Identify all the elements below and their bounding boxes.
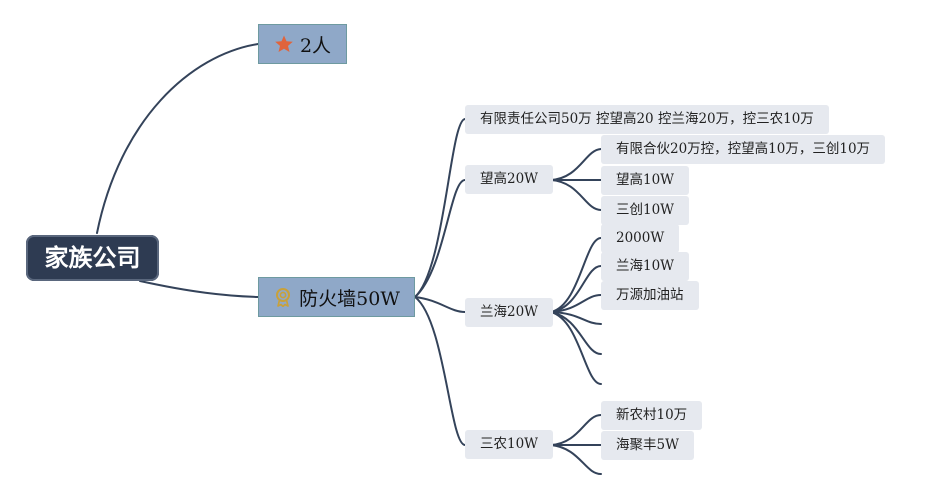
lanhai-child-node[interactable]: 兰海10W — [601, 252, 690, 281]
sannong-child-label: 海聚丰5W — [616, 437, 679, 453]
wanggao-child-label: 有限合伙20万控，控望高10万，三创10万 — [616, 141, 871, 157]
wanggao-child-label: 三创10W — [616, 202, 675, 218]
wanggao-node[interactable]: 望高20W — [465, 165, 554, 194]
connector-firewall-wanggao — [414, 179, 466, 298]
connector-firewall-lanhai — [414, 296, 466, 313]
company-label: 有限责任公司50万 控望高20 控兰海20万，控三农10万 — [480, 111, 814, 127]
company-node[interactable]: 有限责任公司50万 控望高20 控兰海20万，控三农10万 — [465, 105, 829, 134]
award-badge-icon — [273, 287, 293, 307]
branch-firewall-node[interactable]: 防火墙50W — [258, 277, 415, 317]
sannong-child-node[interactable]: 海聚丰5W — [601, 431, 694, 460]
connector-firewall-company — [414, 118, 466, 298]
wanggao-child-node[interactable]: 三创10W — [601, 196, 690, 225]
root-label: 家族公司 — [44, 243, 141, 272]
connector-firewall-sannong — [414, 296, 466, 446]
star-icon — [274, 34, 294, 54]
branch-people-label: 2人 — [299, 34, 332, 57]
sannong-label: 三农10W — [480, 436, 539, 452]
lanhai-child-node[interactable]: 2000W — [601, 224, 680, 253]
connector-lanhai-6 — [550, 311, 602, 385]
connector-root-people — [96, 43, 259, 234]
lanhai-child-label: 兰海10W — [616, 258, 675, 274]
wanggao-child-node[interactable]: 有限合伙20万控，控望高10万，三创10万 — [601, 135, 886, 164]
sannong-child-node[interactable]: 新农村10万 — [601, 401, 703, 430]
lanhai-label: 兰海20W — [480, 304, 539, 320]
branch-people-node[interactable]: 2人 — [258, 24, 347, 64]
root-node[interactable]: 家族公司 — [26, 235, 159, 281]
connector-lanhai-4 — [550, 311, 602, 325]
wanggao-child-label: 望高10W — [616, 172, 675, 188]
connector-lanhai-1 — [550, 237, 602, 313]
connector-lanhai-5 — [550, 311, 602, 355]
connector-sannong-1 — [550, 414, 602, 446]
branch-firewall-label: 防火墙50W — [299, 287, 400, 310]
lanhai-child-node[interactable]: 万源加油站 — [601, 281, 699, 310]
sannong-child-label: 新农村10万 — [616, 407, 688, 423]
lanhai-child-label: 万源加油站 — [616, 287, 684, 303]
connector-lanhai-2 — [550, 265, 602, 313]
lanhai-node[interactable]: 兰海20W — [465, 298, 554, 327]
lanhai-child-label: 2000W — [616, 230, 665, 246]
connector-wanggao-3 — [550, 179, 602, 211]
connector-root-firewall — [139, 280, 259, 298]
connector-sannong-3 — [550, 444, 602, 475]
connector-lanhai-3 — [550, 294, 602, 313]
wanggao-child-node[interactable]: 望高10W — [601, 166, 690, 195]
wanggao-label: 望高20W — [480, 171, 539, 187]
connector-wanggao-1 — [550, 148, 602, 181]
sannong-node[interactable]: 三农10W — [465, 430, 554, 459]
